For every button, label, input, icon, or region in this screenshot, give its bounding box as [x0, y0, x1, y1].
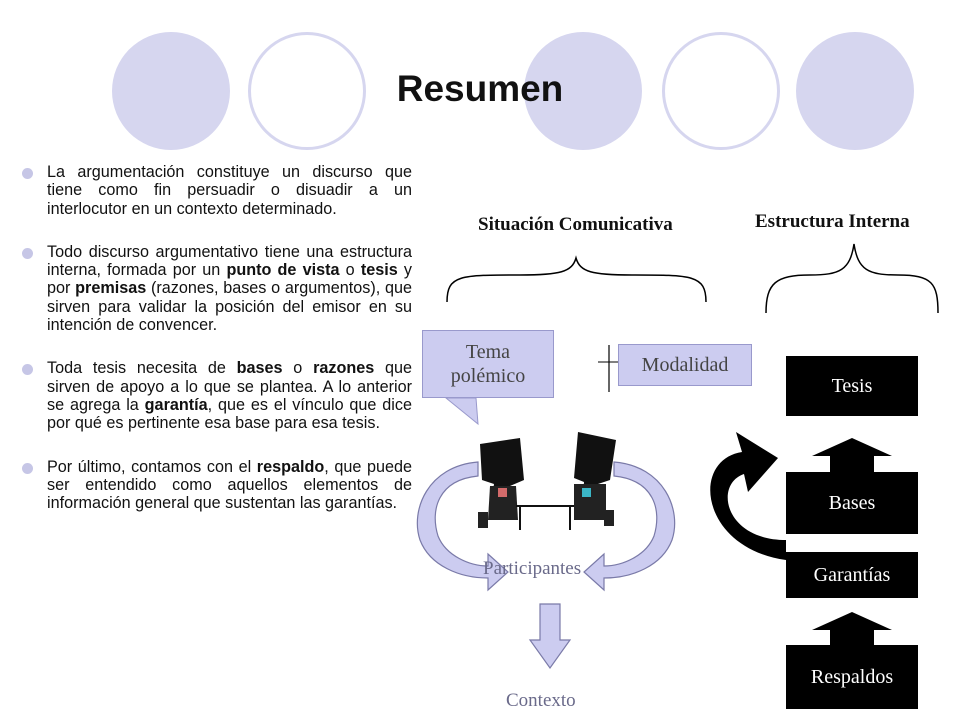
- respaldos-box: Respaldos: [786, 645, 918, 709]
- brace-situacion: [446, 255, 707, 303]
- bullet-bold-text: punto de vista: [226, 261, 340, 280]
- bullet-dot-icon: [22, 364, 33, 376]
- tema-line2: polémico: [450, 365, 526, 387]
- decor-circle-5: [796, 32, 914, 150]
- bullet-text: Toda tesis necesita de: [47, 359, 237, 378]
- bullet-bold-text: tesis: [360, 261, 398, 280]
- bullet-text: y por: [47, 261, 412, 298]
- bullet-bold-text: bases: [236, 359, 283, 378]
- modalidad-box: Modalidad: [618, 344, 752, 386]
- brace-estructura: [765, 243, 939, 314]
- bullet-bold-text: razones: [313, 359, 375, 378]
- bullet-bold-text: respaldo: [256, 457, 325, 476]
- bullet-item: Por último, contamos con el respaldo, qu…: [22, 458, 412, 513]
- decor-circle-1: [112, 32, 230, 150]
- decor-circle-4: [662, 32, 780, 150]
- bullet-text: Todo discurso argumentativo tiene una es…: [47, 242, 412, 280]
- bullet-text: que sirven de apoyo a lo que se plantea.…: [47, 359, 413, 414]
- bullet-list: La argumentación constituye un discurso …: [22, 163, 412, 537]
- bullet-text: Por último, contamos con el: [47, 457, 257, 476]
- bullet-bold-text: garantía: [144, 395, 208, 414]
- bullet-dot-icon: [22, 247, 33, 259]
- curved-arrow-icon: [710, 432, 786, 560]
- up-arrow-icon: [812, 612, 892, 645]
- situacion-label: Situación Comunicativa: [478, 214, 673, 235]
- decor-circle-2: [248, 32, 366, 150]
- bullet-text: (razones, bases o argumentos), que sirve…: [47, 279, 412, 335]
- bases-box: Bases: [786, 472, 918, 534]
- estructura-label: Estructura Interna: [755, 211, 910, 232]
- bullet-text: , que puede ser entendido como aquellos …: [47, 457, 412, 513]
- bullet-dot-icon: [22, 462, 33, 474]
- contexto-label: Contexto: [506, 690, 576, 711]
- down-arrow-icon: [528, 603, 572, 670]
- bullet-text: o: [339, 261, 361, 280]
- participantes-label: Participantes: [483, 558, 582, 579]
- up-arrow-icon: [812, 438, 892, 472]
- curved-arrow-icon: [583, 461, 676, 592]
- people-talking-icon: [478, 432, 616, 530]
- tesis-box: Tesis: [786, 356, 918, 416]
- garantias-box: Garantías: [786, 552, 918, 598]
- tema-line1: Tema: [465, 341, 511, 363]
- slide-title: Resumen: [396, 68, 564, 109]
- speech-bubble-tail: [444, 397, 479, 426]
- bullet-item: Todo discurso argumentativo tiene una es…: [22, 243, 412, 334]
- bullet-item: La argumentación constituye un discurso …: [22, 163, 412, 218]
- tema-polemico-bubble: Tema polémico: [422, 330, 554, 398]
- bullet-bold-text: premisas: [75, 279, 147, 298]
- decor-circle-3: [524, 32, 642, 150]
- bullet-text: La argumentación constituye un discurso …: [47, 163, 412, 218]
- curved-arrow-icon: [416, 461, 509, 592]
- bullet-dot-icon: [22, 168, 33, 179]
- bullet-text: o: [282, 359, 314, 378]
- bullet-text: , que es el vínculo que dice por qué es …: [47, 395, 412, 433]
- bullet-item: Toda tesis necesita de bases o razones q…: [22, 359, 412, 432]
